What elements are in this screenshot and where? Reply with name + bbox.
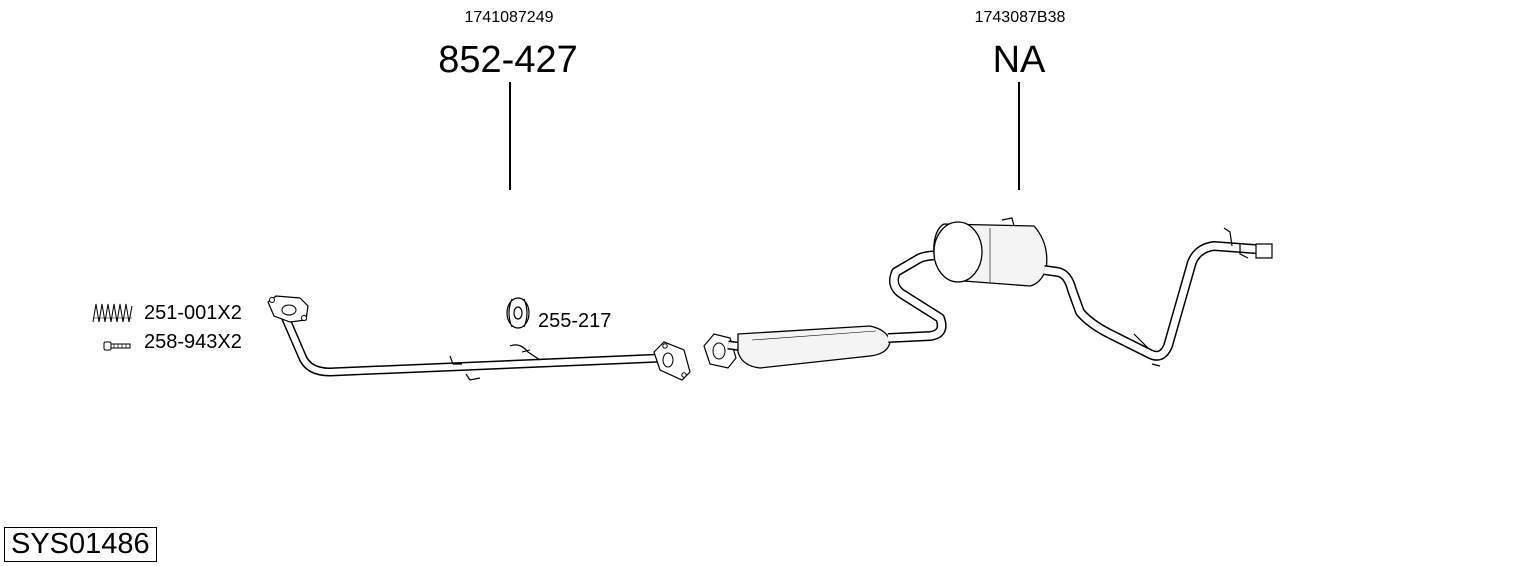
leader-line-rear-section bbox=[1018, 82, 1020, 190]
part-number-front-pipe[interactable]: 852-427 bbox=[438, 39, 578, 81]
oem-number-rear-section: 1743087B38 bbox=[974, 9, 1066, 26]
leader-line-front-pipe bbox=[509, 82, 511, 190]
spring-accessory-label[interactable]: 251-001X2 bbox=[144, 302, 242, 324]
rubber-mount-icon bbox=[506, 297, 530, 329]
system-code-box: SYS01486 bbox=[4, 527, 157, 562]
bolt-icon bbox=[103, 341, 131, 351]
oem-number-front-pipe: 1741087249 bbox=[464, 9, 554, 26]
rear-section-drawing bbox=[703, 217, 1273, 369]
rubber-mount-accessory-label[interactable]: 255-217 bbox=[538, 310, 612, 332]
front-pipe-drawing bbox=[267, 295, 691, 381]
bolt-accessory-label[interactable]: 258-943X2 bbox=[144, 331, 242, 353]
part-number-rear-section[interactable]: NA bbox=[992, 39, 1046, 81]
spring-icon bbox=[92, 303, 133, 323]
